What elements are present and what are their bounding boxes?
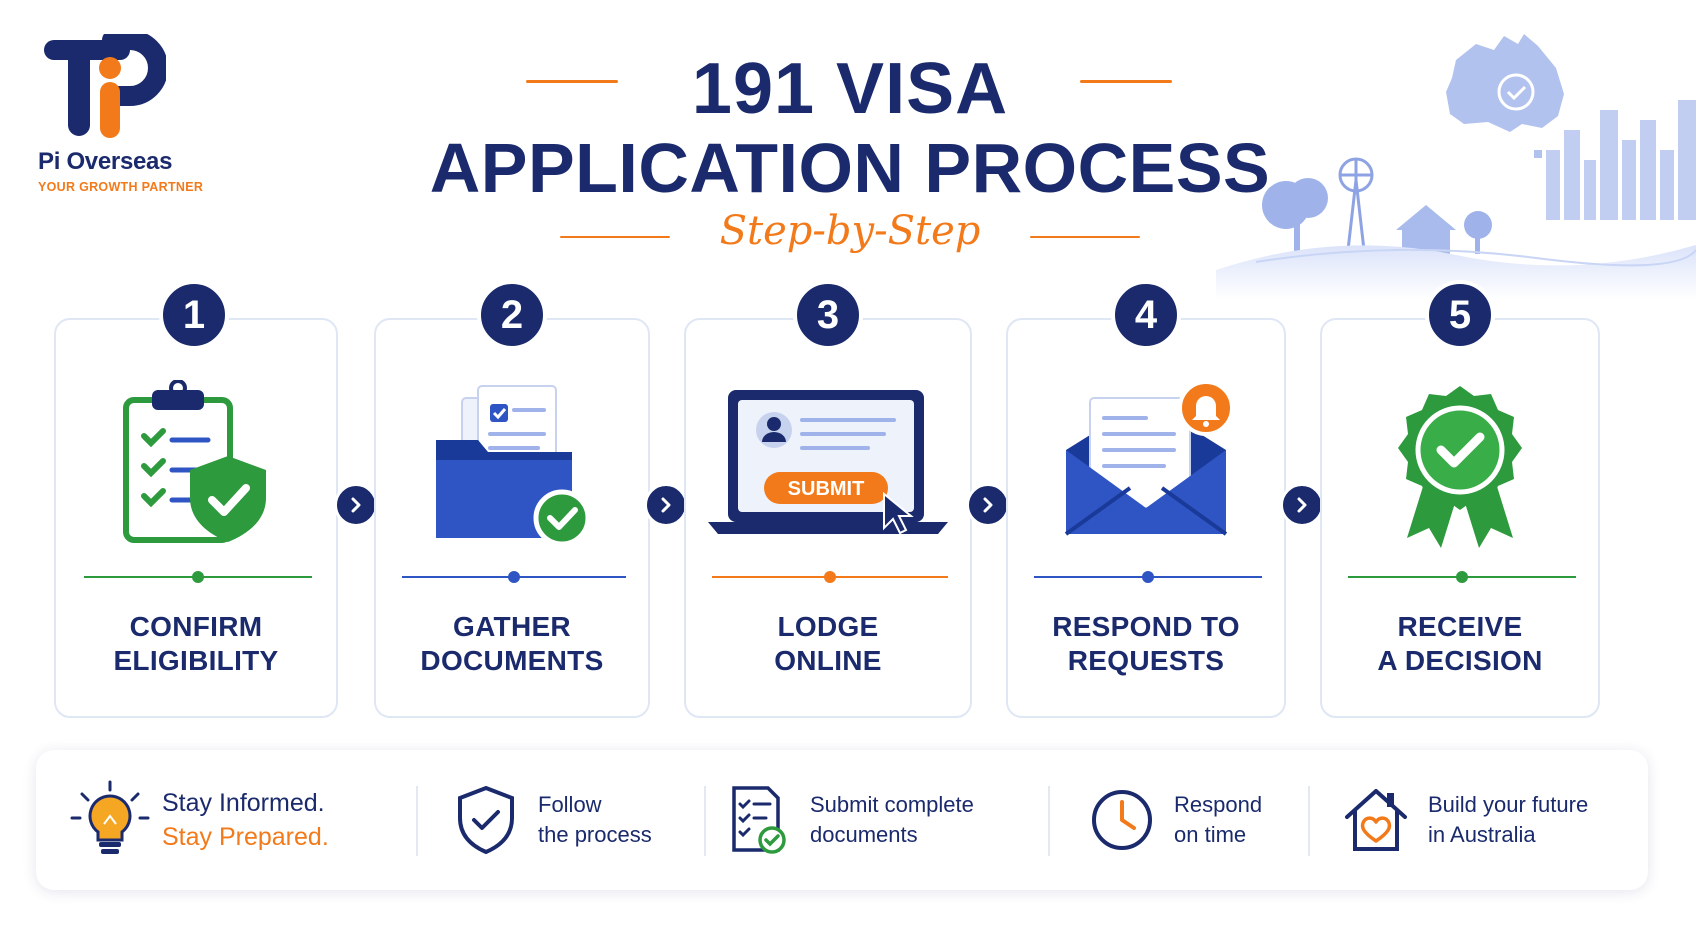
australia-landscape-illustration bbox=[1216, 34, 1696, 300]
title-rule-right bbox=[1080, 80, 1172, 83]
tree-icon bbox=[1262, 178, 1492, 254]
page-subtitle: Step-by-Step bbox=[719, 208, 981, 254]
subtitle-rule-left bbox=[560, 236, 670, 238]
card-divider-dot bbox=[1456, 571, 1468, 583]
process-steps: 1 CONFIR bbox=[54, 280, 1604, 718]
checklist-icon bbox=[718, 780, 798, 860]
step-label-line1: LODGE bbox=[777, 611, 879, 642]
clock-icon bbox=[1082, 780, 1162, 860]
card-divider-dot bbox=[1142, 571, 1154, 583]
step-label-line1: CONFIRM bbox=[129, 611, 263, 642]
farmhouse-icon bbox=[1396, 205, 1456, 254]
brand-logo: Pi Overseas YOUR GROWTH PARTNER bbox=[36, 34, 236, 194]
step-card-receive-a-decision: 5 RECEIVE A DECISION bbox=[1320, 280, 1600, 718]
step-card-lodge-online: 3 SUBMIT LODGE ONL bbox=[684, 280, 972, 718]
envelope-bell-icon bbox=[1008, 370, 1284, 560]
pi-logo-mark-icon bbox=[44, 34, 166, 138]
tip-line2: Stay Prepared. bbox=[162, 823, 329, 851]
lightbulb-icon bbox=[70, 780, 150, 860]
step-label: LODGE ONLINE bbox=[686, 610, 970, 678]
next-step-arrow-icon bbox=[644, 483, 688, 527]
tip-text: Respond on time bbox=[1174, 790, 1262, 850]
tip-line2: in Australia bbox=[1428, 822, 1536, 847]
card-divider-dot bbox=[824, 571, 836, 583]
step-label-line2: ONLINE bbox=[774, 645, 882, 676]
step-label-line1: RESPOND TO bbox=[1052, 611, 1240, 642]
laptop-submit-icon: SUBMIT bbox=[686, 370, 970, 560]
tip-line2: the process bbox=[538, 822, 652, 847]
step-card-gather-documents: 2 GATHER DOCUME bbox=[374, 280, 650, 718]
shield-check-icon bbox=[446, 780, 526, 860]
step-number: 4 bbox=[1111, 280, 1181, 350]
tip-line1: Follow bbox=[538, 792, 602, 817]
title-rule-left bbox=[526, 80, 618, 83]
brand-name: Pi Overseas bbox=[38, 148, 173, 175]
step-card-respond-to-requests: 4 RESPOND TO REQUESTS bbox=[1006, 280, 1286, 718]
tip-separator bbox=[1308, 786, 1310, 856]
tip-line1: Submit complete bbox=[810, 792, 974, 817]
tip-line1: Stay Informed. bbox=[162, 789, 325, 817]
tip-follow-process: Follow the process bbox=[446, 750, 652, 890]
step-number: 1 bbox=[159, 280, 229, 350]
tip-stay-informed: Stay Informed. Stay Prepared. bbox=[70, 750, 329, 890]
card-divider-dot bbox=[508, 571, 520, 583]
tip-text: Follow the process bbox=[538, 790, 652, 850]
step-label: RECEIVE A DECISION bbox=[1322, 610, 1598, 678]
submit-button-label: SUBMIT bbox=[788, 478, 865, 500]
page-title-line1: 191 VISA bbox=[691, 49, 1009, 129]
step-number: 5 bbox=[1425, 280, 1495, 350]
skyline-icon bbox=[1546, 100, 1696, 220]
brand-tagline: YOUR GROWTH PARTNER bbox=[38, 180, 204, 194]
tip-separator bbox=[416, 786, 418, 856]
home-heart-icon bbox=[1336, 780, 1416, 860]
tip-line1: Build your future bbox=[1428, 792, 1589, 817]
step-label: GATHER DOCUMENTS bbox=[376, 610, 648, 678]
map-check-icon bbox=[1497, 73, 1535, 111]
next-step-arrow-icon bbox=[1280, 483, 1324, 527]
page-title-block: 191 VISA APPLICATION PROCESS Step-by-Ste… bbox=[380, 36, 1320, 286]
tip-separator bbox=[704, 786, 706, 856]
step-label-line2: A DECISION bbox=[1377, 645, 1543, 676]
step-label-line2: REQUESTS bbox=[1067, 645, 1225, 676]
tip-line2: on time bbox=[1174, 822, 1247, 847]
step-label-line2: ELIGIBILITY bbox=[113, 645, 279, 676]
australia-map-icon bbox=[1446, 34, 1564, 132]
award-badge-icon bbox=[1322, 370, 1598, 560]
folder-documents-icon bbox=[376, 370, 648, 560]
tip-submit-documents: Submit complete documents bbox=[718, 750, 974, 890]
tip-text: Build your future in Australia bbox=[1428, 790, 1588, 850]
next-step-arrow-icon bbox=[334, 483, 378, 527]
step-label: CONFIRM ELIGIBILITY bbox=[56, 610, 336, 678]
step-card-confirm-eligibility: 1 CONFIR bbox=[54, 280, 338, 718]
tip-respond-on-time: Respond on time bbox=[1082, 750, 1262, 890]
windmill-icon bbox=[1338, 157, 1374, 251]
step-number: 2 bbox=[477, 280, 547, 350]
tips-strip: Stay Informed. Stay Prepared. Follow the… bbox=[36, 750, 1648, 890]
clipboard-shield-icon bbox=[56, 370, 336, 560]
tip-separator bbox=[1048, 786, 1050, 856]
subtitle-rule-right bbox=[1030, 236, 1140, 238]
step-label-line2: DOCUMENTS bbox=[420, 645, 604, 676]
card-divider-dot bbox=[192, 571, 204, 583]
step-label-line1: GATHER bbox=[453, 611, 571, 642]
step-number: 3 bbox=[793, 280, 863, 350]
step-label-line1: RECEIVE bbox=[1397, 611, 1523, 642]
tip-build-future: Build your future in Australia bbox=[1336, 750, 1588, 890]
step-label: RESPOND TO REQUESTS bbox=[1008, 610, 1284, 678]
tip-line2: documents bbox=[810, 822, 918, 847]
tip-text: Submit complete documents bbox=[810, 790, 974, 850]
tip-line1: Respond bbox=[1174, 792, 1263, 817]
page-title-line2: APPLICATION PROCESS bbox=[429, 129, 1271, 207]
next-step-arrow-icon bbox=[966, 483, 1010, 527]
tip-text: Stay Informed. Stay Prepared. bbox=[162, 786, 329, 854]
